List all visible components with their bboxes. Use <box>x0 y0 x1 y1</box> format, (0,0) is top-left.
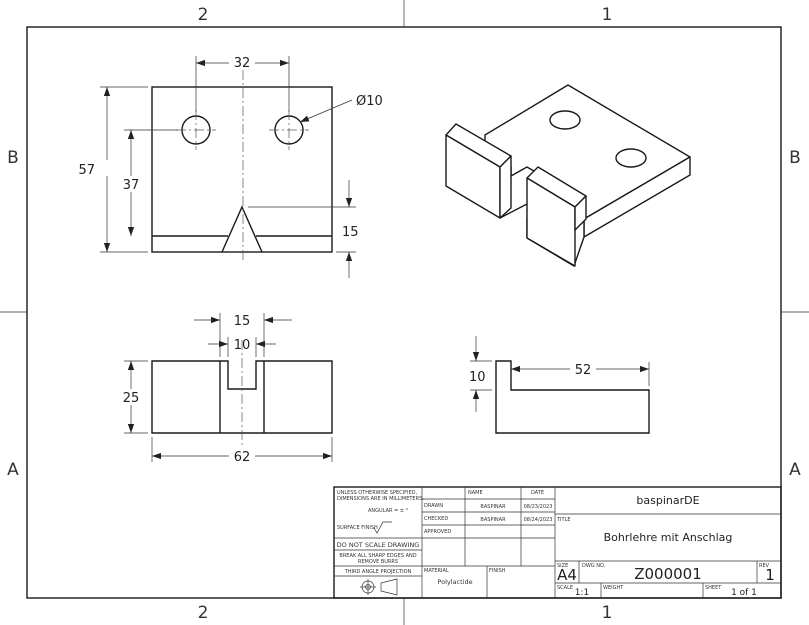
projection-label: THIRD ANGLE PROJECTION <box>344 569 412 575</box>
surface-finish-label: SURFACE FINISH <box>337 525 378 531</box>
dimension-block-height: 25 <box>120 360 148 434</box>
zone-marker-bottom-2: 2 <box>198 603 209 623</box>
top-view <box>151 70 333 262</box>
dwg-no-value: Z000001 <box>634 565 702 583</box>
weight-label: WEIGHT <box>603 585 624 591</box>
scale-value: 1:1 <box>575 588 589 598</box>
dimension-hole-height: 37 <box>120 129 178 236</box>
title-label: TITLE <box>556 517 571 523</box>
sheet-label: SHEET <box>705 585 722 591</box>
break-edges-line2: REMOVE BURRS <box>358 559 398 565</box>
zone-marker-left-A: A <box>7 460 19 480</box>
svg-text:57: 57 <box>78 163 95 178</box>
dimension-hole-diameter: Ø10 <box>299 94 383 123</box>
material-label: MATERIAL <box>424 568 449 574</box>
material-value: Polylactide <box>437 578 472 586</box>
zone-marker-top-2: 2 <box>198 5 209 25</box>
checked-name: BASPINAR <box>480 517 506 523</box>
title-block <box>333 486 782 599</box>
col-date-header: DATE <box>531 490 544 496</box>
size-value: A4 <box>557 566 577 584</box>
scale-label: SCALE <box>557 585 573 591</box>
checked-date: 08/24/2023 <box>524 517 553 523</box>
do-not-scale-note: DO NOT SCALE DRAWING <box>337 541 420 549</box>
dimension-block-width: 62 <box>151 437 333 465</box>
zone-marker-left-B: B <box>7 148 19 168</box>
drawn-date: 08/23/2023 <box>524 504 553 510</box>
surface-finish-symbol <box>373 521 392 534</box>
svg-text:62: 62 <box>234 450 251 465</box>
dwg-no-label: DWG NO. <box>582 563 606 569</box>
dimension-lip-height: 10 <box>469 336 492 412</box>
row-approved-label: APPROVED <box>424 529 451 535</box>
sheet-value: 1 of 1 <box>731 588 757 598</box>
iso-hole-front <box>615 148 647 168</box>
dimension-slot-outer: 15 <box>194 313 292 357</box>
svg-text:25: 25 <box>123 391 140 406</box>
svg-text:10: 10 <box>234 338 251 353</box>
finish-label: FINISH <box>489 568 506 574</box>
size-label: SIZE <box>557 563 568 569</box>
company-name: baspinarDE <box>636 494 699 507</box>
dimension-notch-height: 15 <box>248 180 359 278</box>
rev-label: REV <box>759 563 770 569</box>
dimension-hole-spacing: 32 <box>195 54 290 112</box>
svg-text:52: 52 <box>575 363 592 378</box>
dimension-overall-height: 57 <box>78 86 148 253</box>
dimension-base-length: 52 <box>511 361 650 386</box>
side-view <box>495 360 650 434</box>
row-drawn-label: DRAWN <box>424 503 443 509</box>
front-view <box>151 340 333 445</box>
zone-marker-bottom-1: 1 <box>602 603 613 623</box>
col-name-header: NAME <box>468 490 483 496</box>
angular-tolerance: ANGULAR = ± ° <box>368 508 409 514</box>
rev-value: 1 <box>765 566 775 584</box>
svg-text:Ø10: Ø10 <box>356 94 383 109</box>
zone-marker-right-A: A <box>789 460 801 480</box>
tolerance-note-line1: UNLESS OTHERWISE SPECIFIED, <box>337 490 417 496</box>
iso-hole-back <box>549 110 581 130</box>
isometric-view <box>445 84 691 267</box>
svg-text:15: 15 <box>234 314 251 329</box>
tolerance-note-line2: DIMENSIONS ARE IN MILLIMETERS. <box>337 496 424 502</box>
break-edges-line1: BREAK ALL SHARP EDGES AND <box>339 553 416 559</box>
svg-text:37: 37 <box>123 178 140 193</box>
svg-text:32: 32 <box>234 56 251 71</box>
zone-marker-right-B: B <box>789 148 801 168</box>
dimension-slot-inner: 10 <box>208 337 276 357</box>
row-checked-label: CHECKED <box>424 516 448 522</box>
svg-text:15: 15 <box>342 225 359 240</box>
third-angle-projection-icon <box>360 578 398 596</box>
svg-text:10: 10 <box>469 370 486 385</box>
drawing-title: Bohrlehre mit Anschlag <box>604 531 733 544</box>
drawn-name: BASPINAR <box>480 504 506 510</box>
zone-marker-top-1: 1 <box>602 5 613 25</box>
